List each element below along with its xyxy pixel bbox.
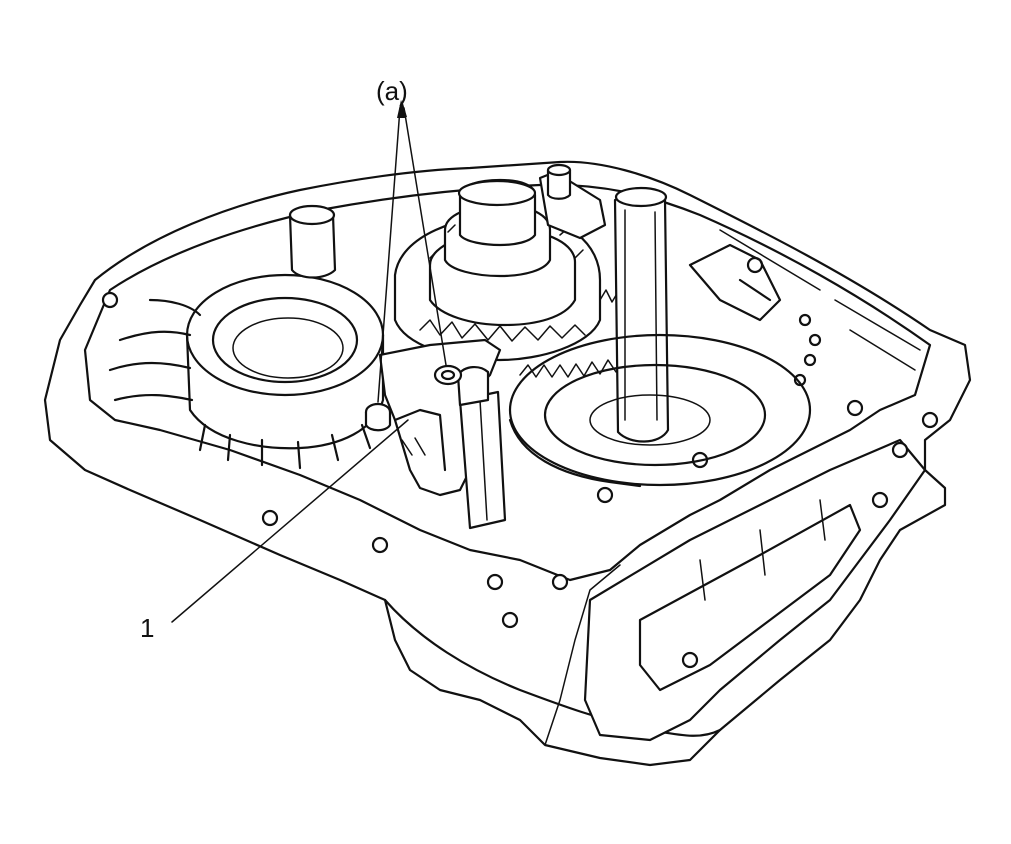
breather-boss <box>288 204 337 279</box>
callout-1-leader <box>171 419 409 623</box>
case-ribs <box>108 298 372 470</box>
shift-rail <box>456 366 507 530</box>
right-housing-window <box>638 503 862 692</box>
main-shaft <box>613 186 670 443</box>
callout-a-arrow-right <box>399 100 407 118</box>
right-housing <box>583 438 927 742</box>
bolt-a-left <box>364 402 392 432</box>
callout-1-label: 1 <box>140 613 154 643</box>
differential-bore <box>185 273 385 450</box>
case-rim-edge <box>544 564 621 746</box>
shift-lever-bracket <box>538 163 607 240</box>
callout-a-label: (a) <box>376 76 408 106</box>
right-rib-group <box>719 229 921 371</box>
gear-stack <box>393 178 602 362</box>
callout-a-leader-left <box>377 107 401 403</box>
bearing-ring <box>508 333 812 488</box>
oil-channels <box>688 243 782 322</box>
case-lower-skirt <box>383 598 722 737</box>
bolt-a-right <box>433 364 463 386</box>
right-housing-rib <box>699 499 826 601</box>
callout-a-leader-right <box>403 107 447 366</box>
